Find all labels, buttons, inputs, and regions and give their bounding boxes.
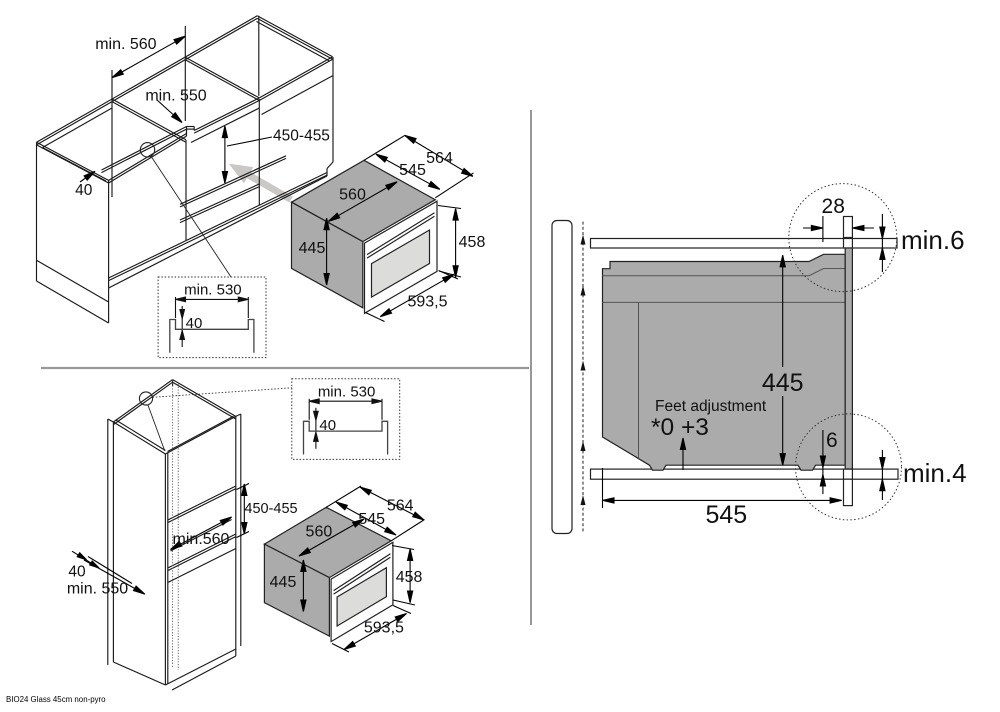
svg-text:min.560: min.560 [173, 531, 230, 548]
svg-text:min. 550: min. 550 [67, 581, 128, 598]
svg-text:min. 530: min. 530 [318, 384, 376, 401]
svg-text:BIO24 Glass 45cm non-pyro: BIO24 Glass 45cm non-pyro [6, 695, 106, 704]
svg-text:min. 560: min. 560 [95, 36, 156, 53]
svg-text:560: 560 [306, 524, 333, 541]
svg-text:458: 458 [459, 234, 486, 251]
svg-text:*0 +3: *0 +3 [651, 414, 709, 441]
svg-text:min. 550: min. 550 [145, 88, 206, 105]
svg-text:564: 564 [387, 498, 414, 515]
svg-text:458: 458 [396, 569, 423, 586]
svg-text:Feet adjustment: Feet adjustment [655, 398, 767, 415]
svg-text:min. 530: min. 530 [184, 282, 242, 299]
svg-text:445: 445 [270, 574, 297, 591]
svg-text:min.6: min.6 [901, 225, 965, 255]
svg-text:450-455: 450-455 [244, 501, 297, 517]
svg-text:545: 545 [705, 501, 747, 529]
svg-text:28: 28 [822, 195, 845, 218]
svg-text:593,5: 593,5 [407, 294, 447, 311]
svg-text:593,5: 593,5 [364, 620, 404, 637]
svg-text:564: 564 [426, 150, 453, 167]
svg-text:560: 560 [339, 187, 366, 204]
svg-text:545: 545 [358, 511, 385, 528]
svg-text:445: 445 [299, 240, 326, 257]
svg-text:545: 545 [399, 162, 426, 179]
svg-text:40: 40 [186, 315, 203, 332]
svg-text:450-455: 450-455 [273, 128, 330, 145]
svg-text:6: 6 [826, 429, 838, 452]
svg-text:40: 40 [319, 417, 336, 434]
svg-text:40: 40 [75, 182, 93, 199]
svg-text:40: 40 [68, 564, 86, 581]
svg-text:445: 445 [762, 369, 804, 397]
svg-text:min.4: min.4 [903, 458, 967, 488]
